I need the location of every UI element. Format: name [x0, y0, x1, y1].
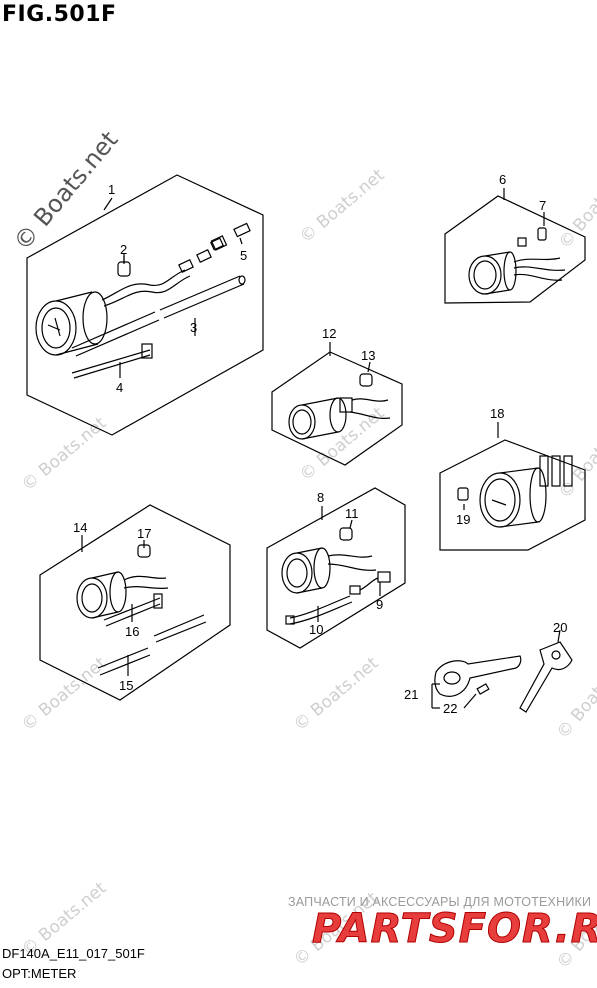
- gauge-6: [468, 237, 566, 295]
- part-21: [434, 655, 522, 697]
- callout-11: 11: [345, 506, 359, 521]
- callout-1: 1: [108, 182, 115, 197]
- callout-17: 17: [137, 526, 151, 541]
- callout-12: 12: [322, 326, 336, 341]
- group-18-box: [439, 439, 586, 551]
- part-7: [537, 227, 547, 241]
- part-10: [285, 595, 353, 625]
- brand-logo: PARTSFOR.RU: [311, 906, 597, 953]
- callout-5: 5: [240, 248, 247, 263]
- gauge-18: [479, 455, 573, 528]
- part-22: [476, 683, 490, 695]
- part-19: [457, 487, 469, 501]
- callout-2: 2: [120, 242, 127, 257]
- part-13: [359, 373, 373, 387]
- figure-title: FIG.501F: [2, 2, 117, 27]
- part-9: [349, 571, 391, 595]
- gauge-12: [288, 397, 391, 440]
- part-11: [339, 527, 353, 541]
- callout-15: 15: [119, 678, 133, 693]
- gauge-14: [76, 571, 169, 619]
- callout-8: 8: [317, 490, 324, 505]
- callout-10: 10: [309, 622, 323, 637]
- group-1-box: [26, 174, 264, 436]
- part-3: [71, 275, 246, 357]
- callout-4: 4: [116, 380, 123, 395]
- callout-21: 21: [404, 687, 418, 702]
- callout-18: 18: [490, 406, 504, 421]
- part-4: [71, 343, 153, 379]
- callout-3: 3: [190, 320, 197, 335]
- callout-20: 20: [553, 620, 567, 635]
- brand-tagline: ЗАПЧАСТИ И АКСЕССУАРЫ ДЛЯ МОТОТЕХНИКИ: [288, 895, 592, 909]
- gauge-1: [35, 237, 225, 356]
- gauge-8: [281, 547, 377, 594]
- callout-9: 9: [376, 597, 383, 612]
- part-16: [103, 593, 163, 627]
- callout-14: 14: [73, 520, 87, 535]
- group-8-box: [266, 487, 406, 649]
- callout-13: 13: [361, 348, 375, 363]
- callout-22: 22: [443, 701, 457, 716]
- group-14-box: [39, 504, 231, 701]
- group-6-box: [444, 195, 586, 304]
- callout-16: 16: [125, 624, 139, 639]
- callout-19: 19: [456, 512, 470, 527]
- part-15: [97, 614, 207, 676]
- footer-diagram-code: DF140A_E11_017_501F: [2, 946, 145, 961]
- part-20: [519, 641, 573, 713]
- group-12-box: [271, 351, 403, 466]
- callout-7: 7: [539, 198, 546, 213]
- part-5: [210, 222, 251, 251]
- footer-diagram-name: OPT:METER: [2, 966, 77, 981]
- callout-6: 6: [499, 172, 506, 187]
